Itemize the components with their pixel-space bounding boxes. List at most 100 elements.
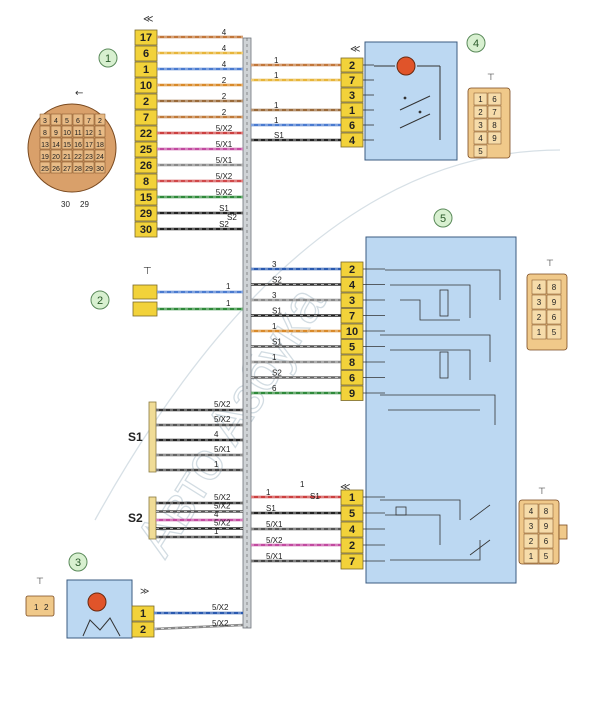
face-cell	[39, 125, 51, 138]
wire-label: S2	[272, 369, 282, 378]
wire-label: 5/X1	[214, 445, 231, 454]
face-cell	[473, 105, 488, 119]
wire-label: 2	[222, 108, 227, 117]
wire-label: 4	[222, 28, 227, 37]
block5-lower-pin-number: 1	[349, 492, 355, 504]
face-cell-number: 8	[492, 121, 497, 130]
face-cell	[83, 113, 95, 126]
face-cell-number: 12	[85, 130, 93, 137]
connector3-pin	[131, 621, 155, 638]
face-cell	[546, 294, 562, 310]
face-label-29: 29	[80, 200, 89, 209]
face-cell	[50, 113, 62, 126]
wire-label: 1	[226, 299, 231, 308]
wire-label: 6	[272, 384, 277, 393]
face-cell-number: 3	[537, 298, 542, 307]
face-cell-number: 4	[478, 134, 483, 143]
wire-label: 1	[300, 480, 305, 489]
svg-text:⊤: ⊤	[538, 486, 546, 496]
svg-text:⊤: ⊤	[546, 258, 554, 268]
face-cell-number: 2	[478, 108, 483, 117]
face-cell	[473, 92, 488, 106]
face-cell-number: 9	[552, 298, 557, 307]
face-cell	[50, 125, 62, 138]
face-cell-number: 27	[63, 166, 71, 173]
face-cell	[72, 113, 84, 126]
wire-label: 5/X2	[214, 502, 231, 511]
wire-label: 2	[222, 92, 227, 101]
connector3-wire	[153, 623, 244, 631]
wire-label: 4	[214, 430, 219, 439]
block5-pin-number: 5	[349, 342, 355, 354]
block4-pin-number: 1	[349, 105, 355, 117]
face-cell	[94, 161, 106, 174]
wire-label: 5/X1	[266, 520, 283, 529]
svg-text:1: 1	[34, 603, 39, 612]
wire-label: 5/X2	[216, 188, 233, 197]
face-cell	[487, 131, 502, 145]
face-cell	[83, 149, 95, 162]
face-cell	[473, 131, 488, 145]
connector1-pin-number: 2	[143, 96, 149, 108]
face-cell	[50, 137, 62, 150]
wire-label: S1	[272, 307, 282, 316]
callout-5: 5	[433, 208, 453, 228]
face-cell-number: 1	[537, 328, 542, 337]
trunk	[242, 37, 252, 629]
block5-lower-pin-number: 5	[349, 508, 355, 520]
connector3-pin-number: 1	[140, 608, 146, 620]
face-cell-number: 8	[552, 283, 557, 292]
face-cell-number: 6	[492, 95, 497, 104]
face-label-30: 30	[61, 200, 70, 209]
connector1-pin-number: 17	[140, 32, 152, 44]
wire-label: 1	[266, 488, 271, 497]
svg-text:1: 1	[105, 53, 111, 65]
face-cell-number: 9	[54, 130, 58, 137]
wire-label: S1	[310, 492, 320, 501]
face-cell-number: 11	[74, 130, 81, 137]
block5-lower-pin-number: 7	[349, 556, 355, 568]
face-cell-number: 16	[74, 142, 82, 149]
face-cell	[50, 161, 62, 174]
wire-label: 1	[274, 56, 279, 65]
block5-pin-number: 3	[349, 295, 355, 307]
face-cell	[39, 137, 51, 150]
svg-text:S1: S1	[128, 430, 143, 444]
svg-text:≪: ≪	[143, 14, 153, 25]
face-cell	[523, 533, 539, 549]
face-cell-number: 20	[52, 154, 60, 161]
face-cell	[94, 149, 106, 162]
face-cell	[61, 149, 73, 162]
face-cell	[83, 137, 95, 150]
face-cell	[61, 125, 73, 138]
face-cell	[538, 503, 554, 519]
svg-text:⊤: ⊤	[143, 266, 152, 277]
face-cell-number: 2	[529, 537, 534, 546]
block4-pin-number: 6	[349, 120, 355, 132]
face-cell-number: 29	[85, 166, 93, 173]
face-cell-number: 6	[76, 118, 80, 125]
face-cell	[523, 518, 539, 534]
face-cell	[538, 518, 554, 534]
face-cell-number: 5	[478, 147, 483, 156]
face-cell	[523, 503, 539, 519]
face-cell	[538, 533, 554, 549]
wire-label: 4	[222, 44, 227, 53]
block5-pin-number: 9	[349, 388, 355, 400]
block5-lower-pin-number: 2	[349, 540, 355, 552]
face-cell-number: 23	[85, 154, 93, 161]
connector1-pin-number: 29	[140, 208, 152, 220]
face-cell-number: 19	[41, 154, 49, 161]
connector1-pin-number: 25	[140, 144, 152, 156]
face-cell-number: 1	[478, 95, 483, 104]
svg-text:≪: ≪	[350, 44, 360, 55]
wire-label: 3	[272, 260, 277, 269]
connector1-pin-number: 7	[143, 112, 149, 124]
face-cell	[531, 294, 547, 310]
face-cell-number: 18	[96, 142, 104, 149]
wire-label: 5/X2	[212, 619, 229, 628]
face-cell-number: 22	[74, 154, 82, 161]
face-cell-number: 24	[96, 154, 104, 161]
